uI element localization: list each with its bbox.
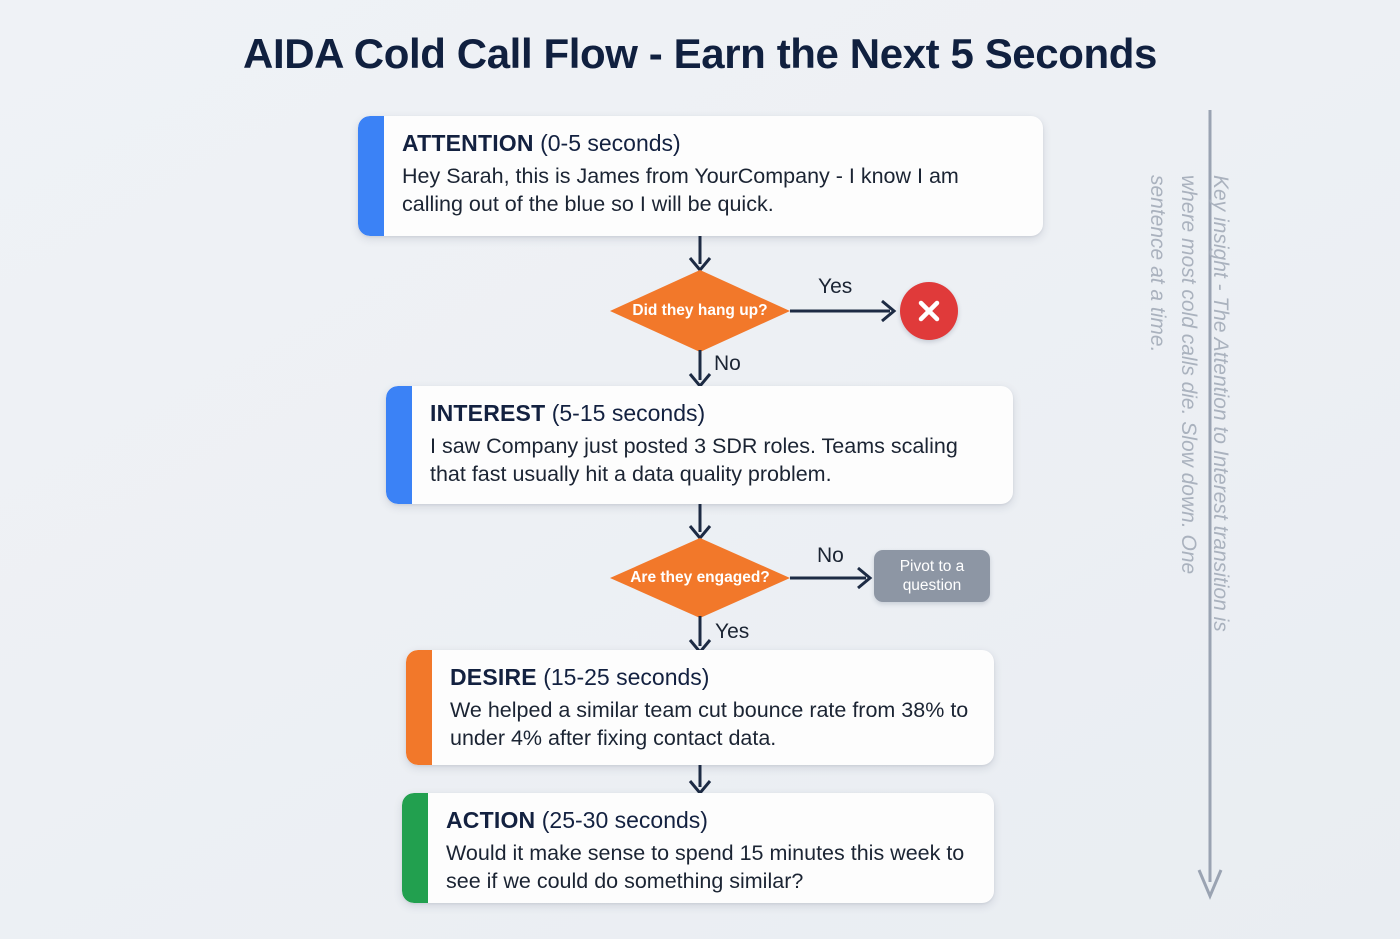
card-heading-interest: INTEREST (5-15 seconds) bbox=[430, 400, 995, 427]
accent-bar-desire bbox=[406, 650, 432, 765]
stage-script-desire: We helped a similar team cut bounce rate… bbox=[450, 698, 969, 751]
connector-hangup-yes bbox=[790, 299, 897, 323]
stage-card-action[interactable]: ACTION (25-30 seconds) Would it make sen… bbox=[402, 793, 994, 903]
connector-engaged-no bbox=[790, 566, 873, 590]
card-body-interest: INTEREST (5-15 seconds) I saw Company ju… bbox=[412, 386, 1013, 504]
decision-hang-up-label: Did they hang up? bbox=[632, 301, 768, 319]
x-icon bbox=[918, 300, 940, 322]
stage-timing-action: (25-30 seconds) bbox=[535, 807, 708, 833]
terminal-pivot-to-question[interactable]: Pivot to a question bbox=[874, 550, 990, 602]
stage-timing-attention: (0-5 seconds) bbox=[533, 130, 681, 156]
stage-timing-interest: (5-15 seconds) bbox=[545, 400, 706, 426]
page-title: AIDA Cold Call Flow - Earn the Next 5 Se… bbox=[243, 30, 1157, 77]
decision-engaged[interactable]: Are they engaged? bbox=[610, 538, 790, 618]
pivot-label: Pivot to a question bbox=[899, 557, 965, 594]
key-insight-note: Key insight - The Attention to Interest … bbox=[1146, 175, 1232, 632]
stage-label-action: ACTION bbox=[446, 807, 536, 833]
card-body-desire: DESIRE (15-25 seconds) We helped a simil… bbox=[432, 650, 994, 765]
stage-card-attention[interactable]: ATTENTION (0-5 seconds) Hey Sarah, this … bbox=[358, 116, 1043, 236]
stage-script-attention: Hey Sarah, this is James from YourCompan… bbox=[402, 164, 959, 217]
accent-bar-attention bbox=[358, 116, 384, 236]
stage-label-attention: ATTENTION bbox=[402, 130, 534, 156]
accent-bar-action bbox=[402, 793, 428, 903]
accent-bar-interest bbox=[386, 386, 412, 504]
stage-card-desire[interactable]: DESIRE (15-25 seconds) We helped a simil… bbox=[406, 650, 994, 765]
decision-hang-up[interactable]: Did they hang up? bbox=[610, 270, 790, 352]
card-heading-attention: ATTENTION (0-5 seconds) bbox=[402, 130, 1025, 157]
connector-attention-to-hangup bbox=[688, 236, 712, 273]
stage-label-desire: DESIRE bbox=[450, 664, 537, 690]
connector-interest-to-engaged bbox=[688, 504, 712, 541]
terminal-end-call[interactable] bbox=[900, 282, 958, 340]
stage-script-interest: I saw Company just posted 3 SDR roles. T… bbox=[430, 434, 958, 487]
stage-script-action: Would it make sense to spend 15 minutes … bbox=[446, 841, 965, 894]
card-heading-desire: DESIRE (15-25 seconds) bbox=[450, 664, 976, 691]
card-body-attention: ATTENTION (0-5 seconds) Hey Sarah, this … bbox=[384, 116, 1043, 236]
insight-timeline-arrow bbox=[1195, 110, 1225, 910]
edge-label-hangup-yes: Yes bbox=[818, 275, 853, 298]
stage-card-interest[interactable]: INTEREST (5-15 seconds) I saw Company ju… bbox=[386, 386, 1013, 504]
card-body-action: ACTION (25-30 seconds) Would it make sen… bbox=[428, 793, 994, 903]
stage-timing-desire: (15-25 seconds) bbox=[536, 664, 710, 690]
edge-label-hangup-no: No bbox=[714, 352, 741, 375]
card-heading-action: ACTION (25-30 seconds) bbox=[446, 807, 976, 834]
edge-label-engaged-no: No bbox=[817, 544, 844, 567]
edge-label-engaged-yes: Yes bbox=[715, 620, 750, 643]
downward-arrow-icon bbox=[1197, 110, 1223, 900]
stage-label-interest: INTEREST bbox=[430, 400, 546, 426]
decision-engaged-label: Are they engaged? bbox=[630, 568, 770, 586]
